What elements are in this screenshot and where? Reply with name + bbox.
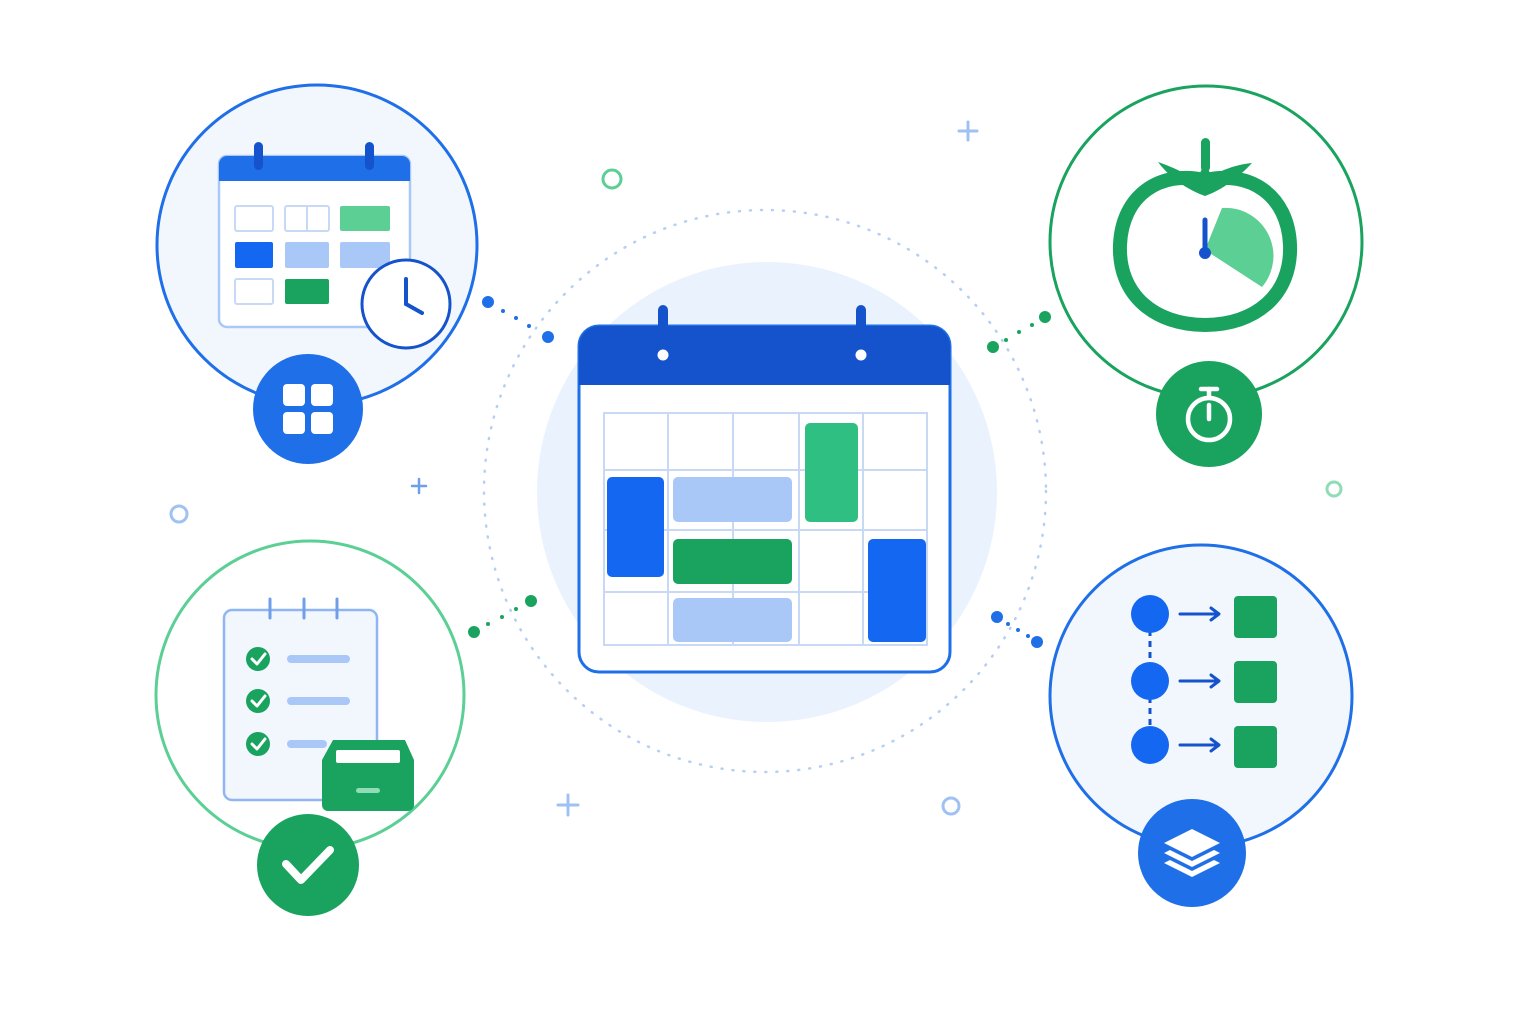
event-block (607, 477, 664, 577)
checkmark-icon-badge (257, 814, 359, 916)
checklist-inbox-icon (222, 597, 414, 811)
ring-sparkle (941, 796, 961, 816)
event-block (673, 598, 792, 642)
calendar-grid (603, 412, 928, 646)
checkmark-icon (282, 846, 334, 884)
calendar-events (607, 423, 926, 642)
check-item (246, 689, 350, 713)
dotted-orbit (482, 208, 1048, 774)
ring-sparkle (169, 504, 189, 524)
ring-sparkle (1325, 480, 1343, 498)
layers-icon-badge (1138, 799, 1246, 907)
grid-icon-badge (253, 354, 363, 464)
decorative-sparkles (169, 120, 1343, 817)
event-block (868, 539, 926, 642)
flow-diagram-icon (1131, 595, 1277, 768)
satellite-workflow (1048, 543, 1354, 907)
tomato-timer-icon (1112, 138, 1298, 333)
calendar-clock-icon (217, 142, 452, 350)
plus-sparkle (410, 477, 428, 495)
clock-icon (360, 258, 452, 350)
connector-lines (468, 296, 1051, 648)
grid-icon (283, 384, 333, 434)
connector-bottom-right (991, 611, 1043, 648)
stopwatch-icon-badge (1156, 361, 1262, 467)
event-block (673, 539, 792, 584)
connector-bottom-left (468, 595, 537, 638)
satellite-task-inbox (154, 539, 466, 916)
event-block (673, 477, 792, 522)
ring-sparkle (601, 168, 623, 190)
central-calendar (482, 208, 1048, 774)
plus-sparkle (957, 120, 979, 142)
stopwatch-icon (1185, 386, 1233, 443)
layers-icon (1164, 829, 1220, 877)
calendar-rings (654, 305, 870, 364)
satellite-pomodoro (1048, 84, 1364, 467)
connector-top-left (482, 296, 554, 343)
satellite-time-blocking (155, 83, 479, 464)
connector-top-right (987, 311, 1051, 353)
plus-sparkle (556, 793, 580, 817)
event-block (805, 423, 858, 522)
calendar-header (579, 326, 950, 385)
check-item (246, 647, 350, 671)
inbox-tray-icon (322, 740, 414, 811)
check-item (246, 732, 327, 756)
